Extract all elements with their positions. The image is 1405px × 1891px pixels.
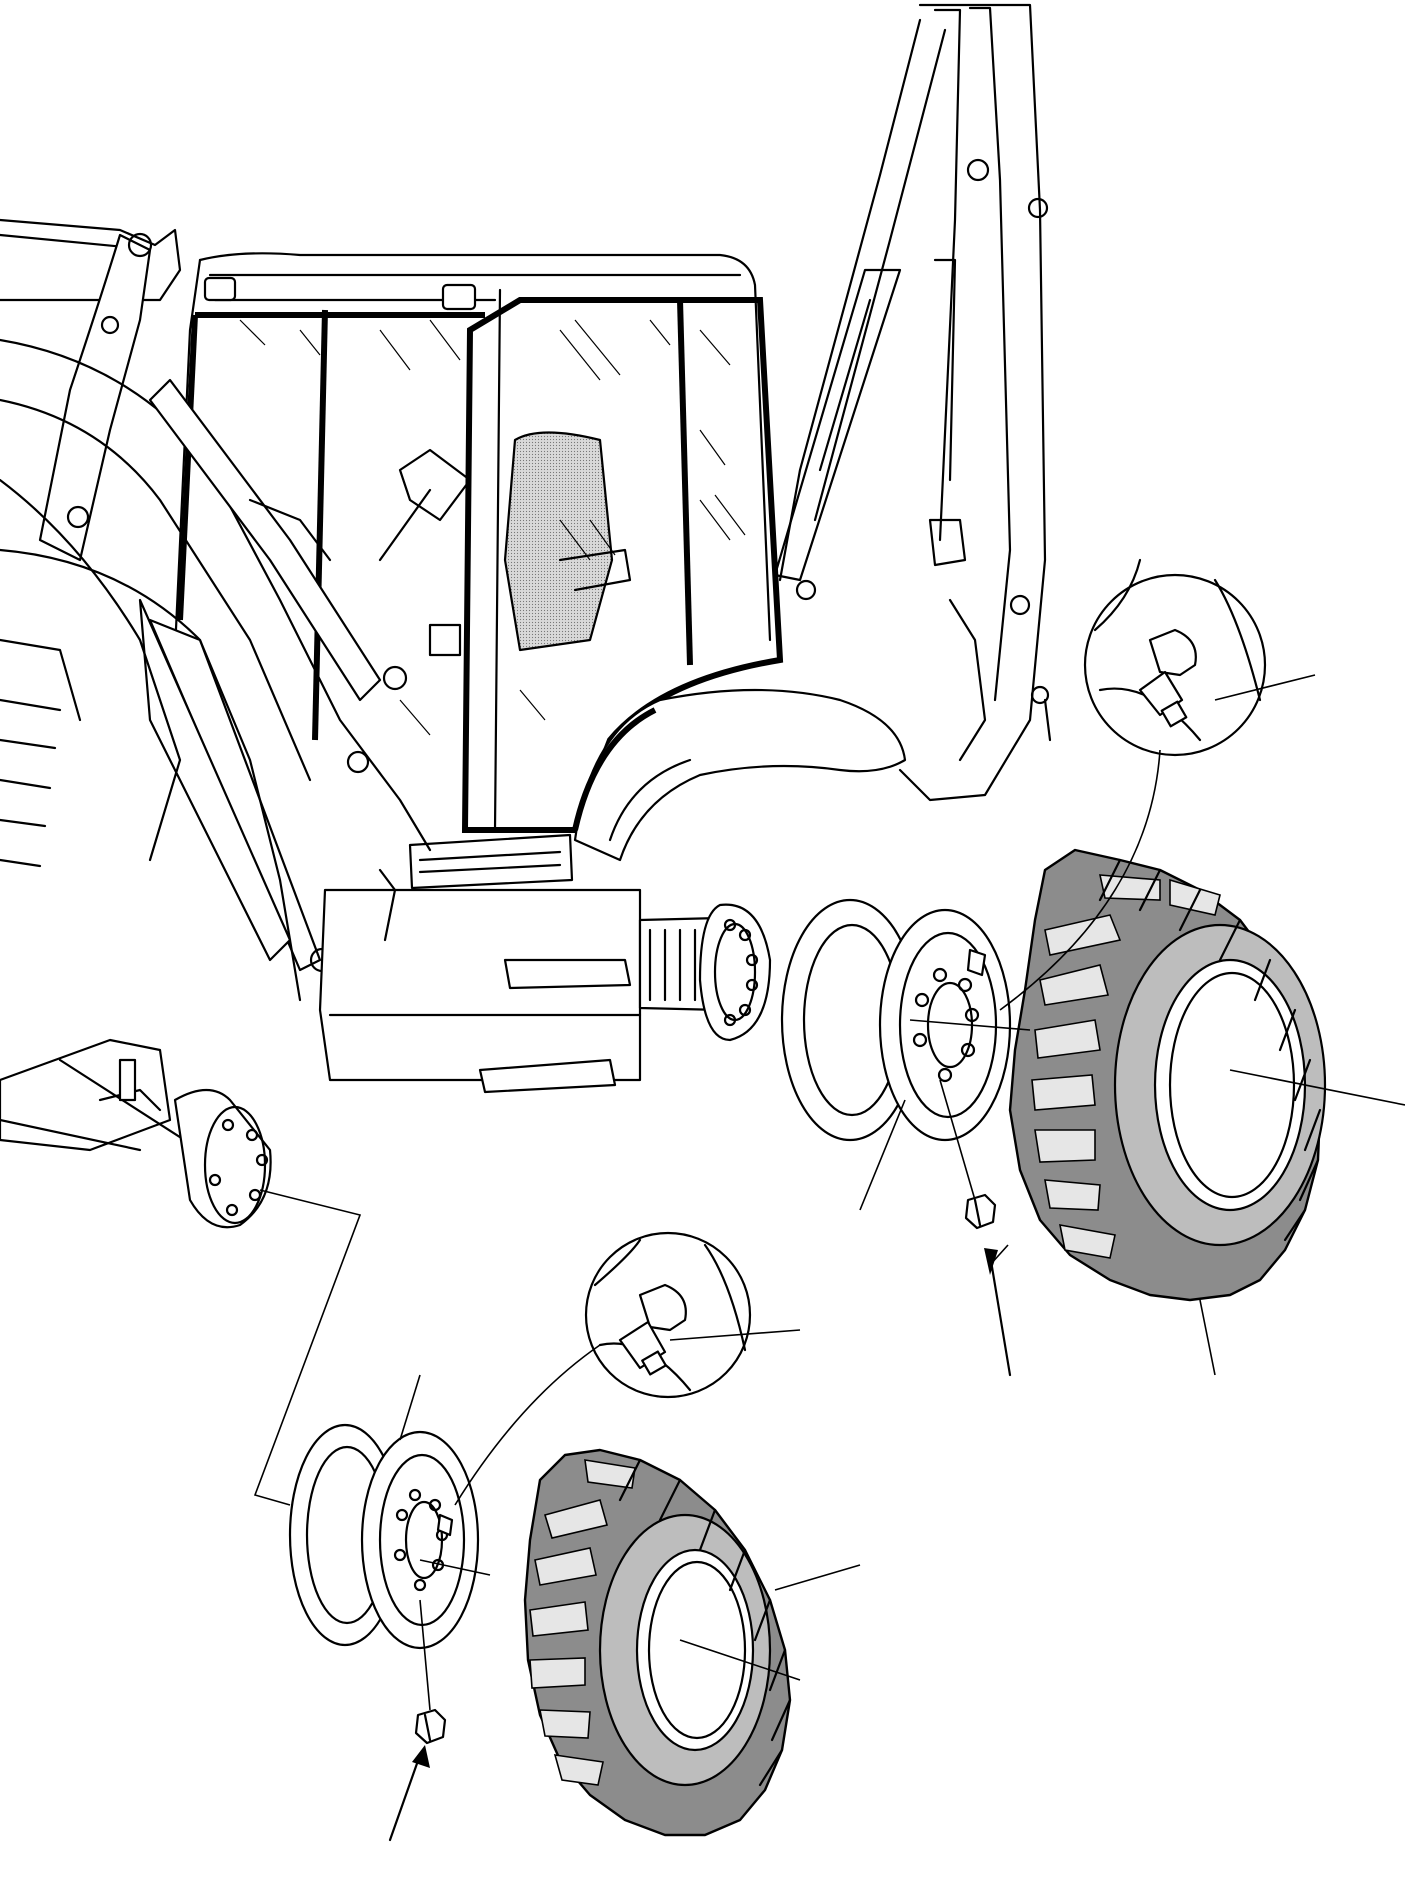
cab bbox=[173, 252, 784, 890]
rear-tyre bbox=[1008, 848, 1327, 1302]
rear-fender bbox=[572, 688, 907, 862]
front-axle-hub bbox=[98, 1058, 272, 1229]
wheel-nut-front bbox=[414, 1708, 447, 1745]
backhoe-boom bbox=[773, 3, 1052, 802]
front-rim bbox=[288, 1423, 480, 1650]
valve-stem-detail-front bbox=[584, 1231, 752, 1399]
leader-lines bbox=[253, 674, 1405, 1711]
rear-rim bbox=[780, 898, 1012, 1142]
rear-hub bbox=[698, 903, 772, 1042]
arrow-front-nut bbox=[388, 1745, 430, 1842]
loader-arm bbox=[0, 218, 432, 973]
wheel-nut-rear bbox=[964, 1193, 997, 1230]
valve-stem-detail-rear bbox=[1083, 558, 1267, 757]
front-tyre bbox=[523, 1448, 792, 1837]
arrow-rear-nut bbox=[984, 1248, 1012, 1377]
